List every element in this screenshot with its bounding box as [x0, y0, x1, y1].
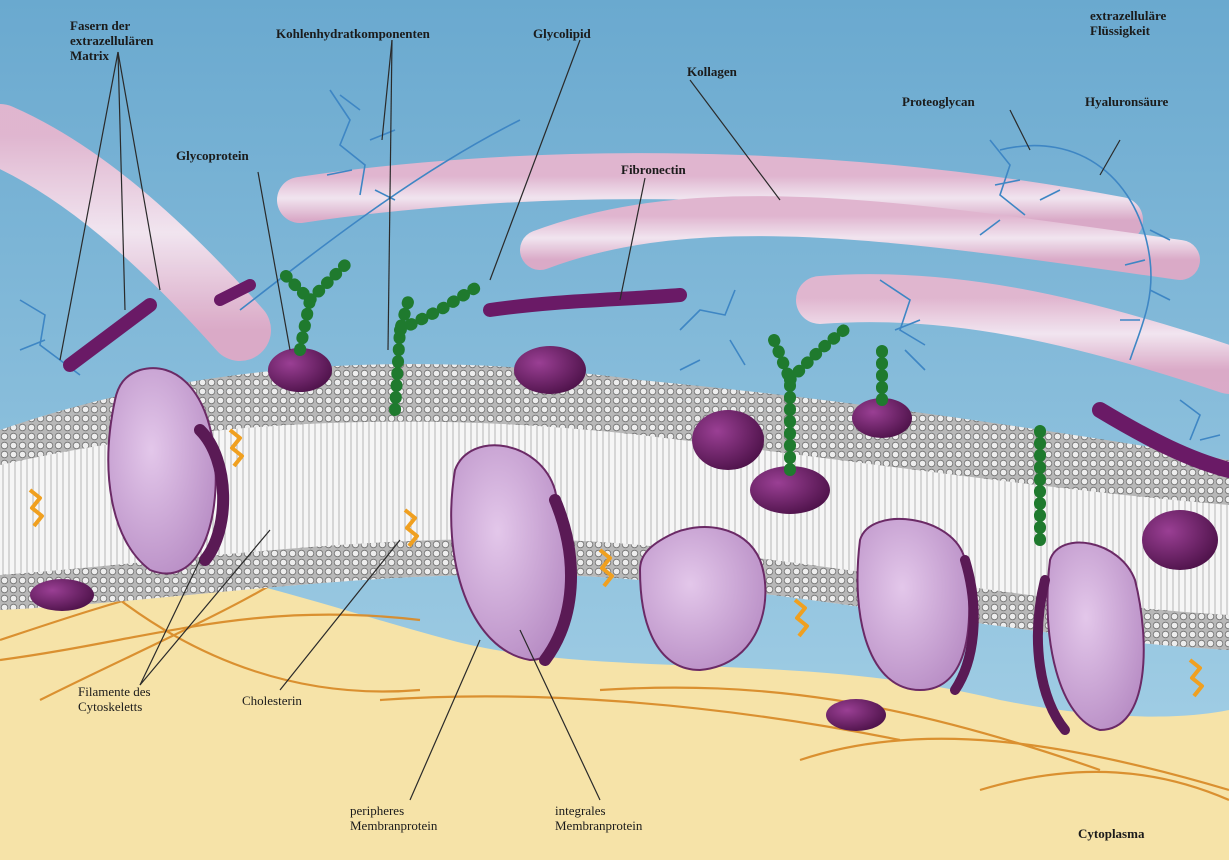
label-fibronectin: Fibronectin — [621, 162, 686, 177]
label-cytoplasm: Cytoplasma — [1078, 826, 1144, 841]
label-cholesterol: Cholesterin — [242, 693, 302, 708]
label-hyaluronic-acid: Hyaluronsäure — [1085, 94, 1168, 109]
label-integral-membrane-protein: integrales Membranprotein — [555, 803, 642, 833]
label-extracellular-fluid: extrazelluläre Flüssigkeit — [1090, 8, 1166, 38]
label-carbohydrate-components: Kohlenhydratkomponenten — [276, 26, 430, 41]
label-extracellular-matrix-fibers: Fasern der extrazellulären Matrix — [70, 18, 154, 63]
label-proteoglycan: Proteoglycan — [902, 94, 975, 109]
label-peripheral-membrane-protein: peripheres Membranprotein — [350, 803, 437, 833]
label-cytoskeleton-filaments: Filamente des Cytoskeletts — [78, 684, 151, 714]
label-glycolipid: Glycolipid — [533, 26, 591, 41]
label-glycoprotein: Glycoprotein — [176, 148, 249, 163]
label-collagen: Kollagen — [687, 64, 737, 79]
